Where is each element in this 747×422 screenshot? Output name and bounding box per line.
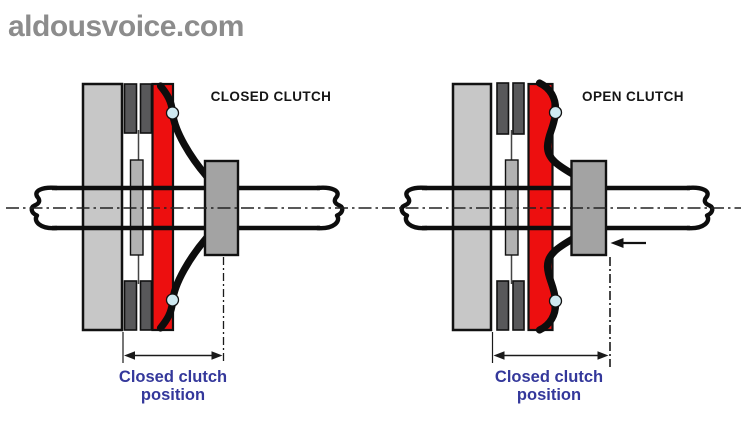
friction-pad [496,82,510,135]
closed-dimension-label-line2: position [141,386,205,404]
flywheel [451,82,493,332]
friction-pad [139,83,153,134]
friction-pad [123,280,138,331]
friction-pad [139,280,153,331]
closed-dimension-label-line1: Closed clutch [119,368,227,386]
pressure-plate [151,82,175,332]
site-logo-text: aldousvoice.com [8,10,244,43]
input-shaft [29,185,345,231]
friction-pad [123,83,138,134]
input-shaft [399,185,715,231]
friction-pad [496,280,510,331]
flywheel [81,82,124,332]
arrowhead-right-icon [211,351,223,360]
pressure-plate [527,82,554,332]
shaft-break-right [316,185,345,231]
open-dimension [491,257,611,367]
shaft-break-left [399,185,428,231]
friction-pad [512,82,525,135]
shaft-break-right [686,185,715,231]
spring-pivot [548,105,563,120]
closed-clutch-title: CLOSED CLUTCH [211,89,332,104]
closed-dimension [122,257,225,364]
spring-pivot [548,294,563,308]
shaft-break-left [29,185,58,231]
open-clutch-title: OPEN CLUTCH [582,89,684,104]
push-force-arrow-icon [610,238,646,248]
diaphragm-spring-bottom [535,235,577,334]
open-dimension-label-line1: Closed clutch [495,368,603,386]
open-clutch-diagram [399,79,715,334]
friction-pad [512,280,525,331]
diaphragm-spring-top [535,79,577,178]
spring-pivot [165,106,180,120]
arrowhead-left-icon [124,351,135,360]
closed-clutch-diagram [29,82,345,332]
arrowhead-left-icon [493,351,505,360]
open-dimension-label-line2: position [517,386,581,404]
arrowhead-right-icon [597,351,609,360]
spring-pivot [165,293,180,307]
